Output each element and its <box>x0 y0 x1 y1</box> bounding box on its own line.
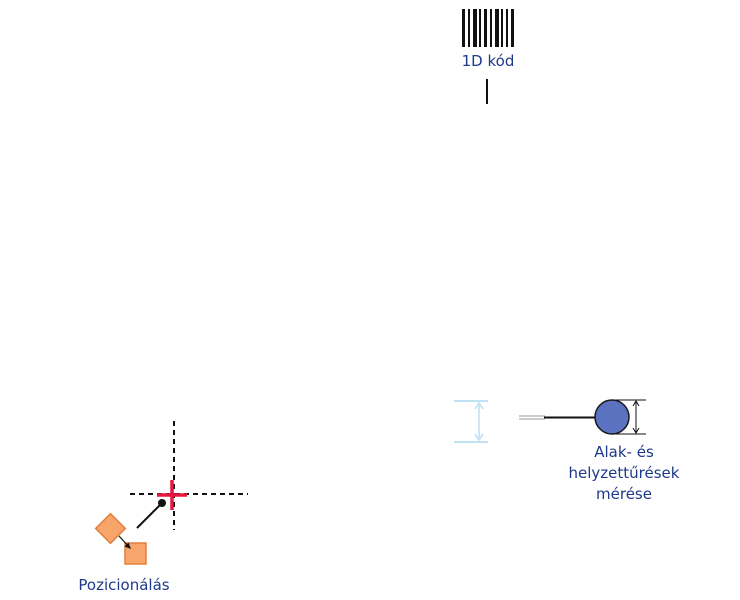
tolerance-label-line-2: helyzettűrések <box>568 464 680 482</box>
tolerance-label-line-1: Alak- és <box>594 443 654 461</box>
tolerance-label-line-3: mérése <box>596 485 652 503</box>
orange-squares-icon <box>94 512 147 565</box>
probe-circle-icon <box>519 399 646 435</box>
crosshair-icon <box>130 421 248 530</box>
positioning-label: Pozicionálás <box>78 576 170 594</box>
barcode-icon <box>462 9 514 47</box>
height-marker-icon <box>454 400 488 443</box>
tolerance-measurement-label: Alak- és helyzettűrések mérése <box>536 442 712 505</box>
barcode-1d-label: 1D kód <box>461 52 515 70</box>
